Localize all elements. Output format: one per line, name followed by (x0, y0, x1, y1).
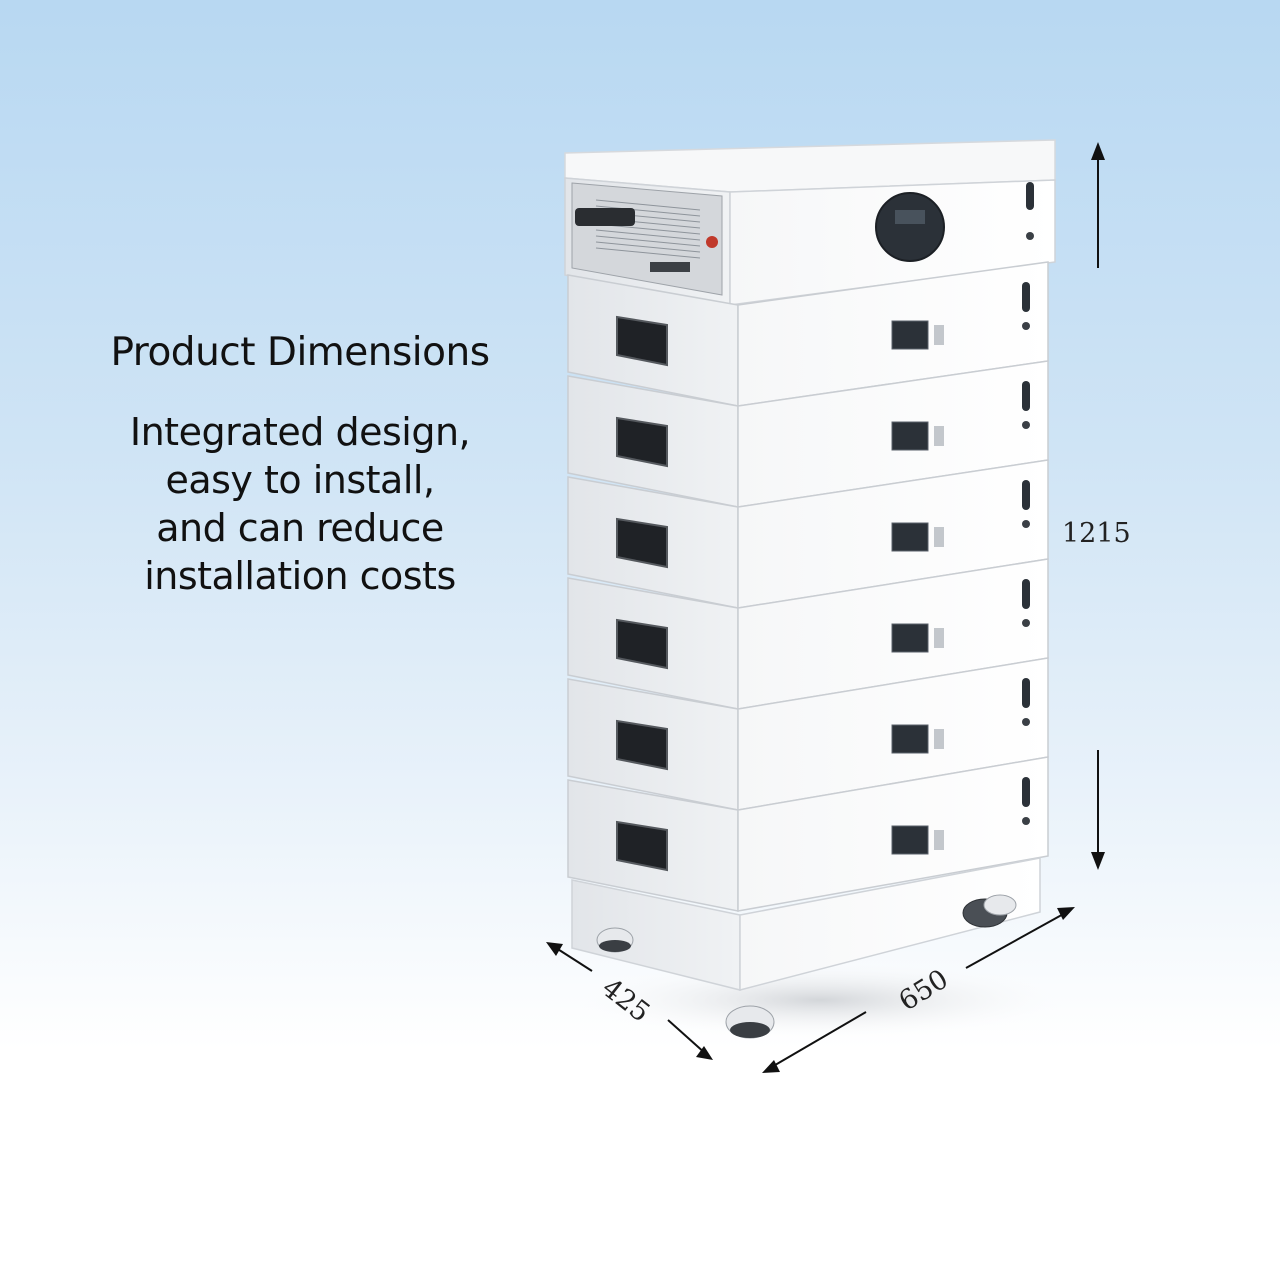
battery-module (567, 360, 1049, 508)
module-handle (616, 719, 668, 771)
height-dimension-arrow (1091, 142, 1105, 870)
depth-dimension-arrow (546, 942, 713, 1060)
module-status-light (1022, 777, 1030, 807)
battery-module (567, 756, 1049, 912)
cabinet-base (571, 857, 1041, 991)
description-line: Integrated design, (129, 410, 471, 454)
module-power-button (1022, 520, 1030, 528)
feature-description: Integrated design, easy to install, and … (60, 408, 540, 600)
module-power-button (1022, 421, 1030, 429)
module-label (934, 325, 944, 345)
floor-shadow (560, 960, 1080, 1040)
module-power-button (1022, 718, 1030, 726)
module-power-button (1022, 619, 1030, 627)
height-dimension-label: 1215 (1062, 518, 1131, 549)
inverter-display (875, 192, 945, 262)
module-label (934, 830, 944, 850)
module-status-light (1022, 480, 1030, 510)
inverter-power-button (1026, 232, 1034, 240)
module-handle (616, 517, 668, 569)
module-power-button (1022, 322, 1030, 330)
inverter-unit (564, 177, 1056, 306)
warning-label (706, 236, 718, 248)
module-label (934, 527, 944, 547)
module-power-button (1022, 817, 1030, 825)
battery-module (567, 261, 1049, 407)
module-status-light (1022, 678, 1030, 708)
battery-stack (567, 261, 1049, 912)
module-label (934, 426, 944, 446)
product-dimensions-heading: Product Dimensions (110, 330, 490, 375)
module-handle (616, 416, 668, 468)
module-display (891, 522, 929, 552)
battery-module (567, 558, 1049, 710)
width-dimension-arrow (762, 907, 1075, 1073)
module-status-light (1022, 579, 1030, 609)
module-display (891, 623, 929, 653)
module-display (891, 320, 929, 350)
module-display (891, 421, 929, 451)
description-line: easy to install, (165, 458, 435, 502)
inverter-screen (895, 210, 925, 224)
module-label (934, 729, 944, 749)
module-label (934, 628, 944, 648)
module-handle (616, 315, 668, 367)
module-display (891, 825, 929, 855)
description-line: and can reduce (156, 506, 444, 550)
inverter-vent-panel (571, 182, 723, 296)
caster-wheel (725, 1005, 775, 1039)
caster-wheel (596, 927, 634, 953)
inverter-status-light (1026, 182, 1034, 210)
module-status-light (1022, 381, 1030, 411)
caster-wheel (962, 894, 1017, 928)
module-status-light (1022, 282, 1030, 312)
module-handle (616, 618, 668, 670)
module-handle (616, 820, 668, 872)
port-block (650, 262, 690, 272)
description-line: installation costs (144, 554, 456, 598)
module-display (891, 724, 929, 754)
power-connector (575, 208, 635, 226)
